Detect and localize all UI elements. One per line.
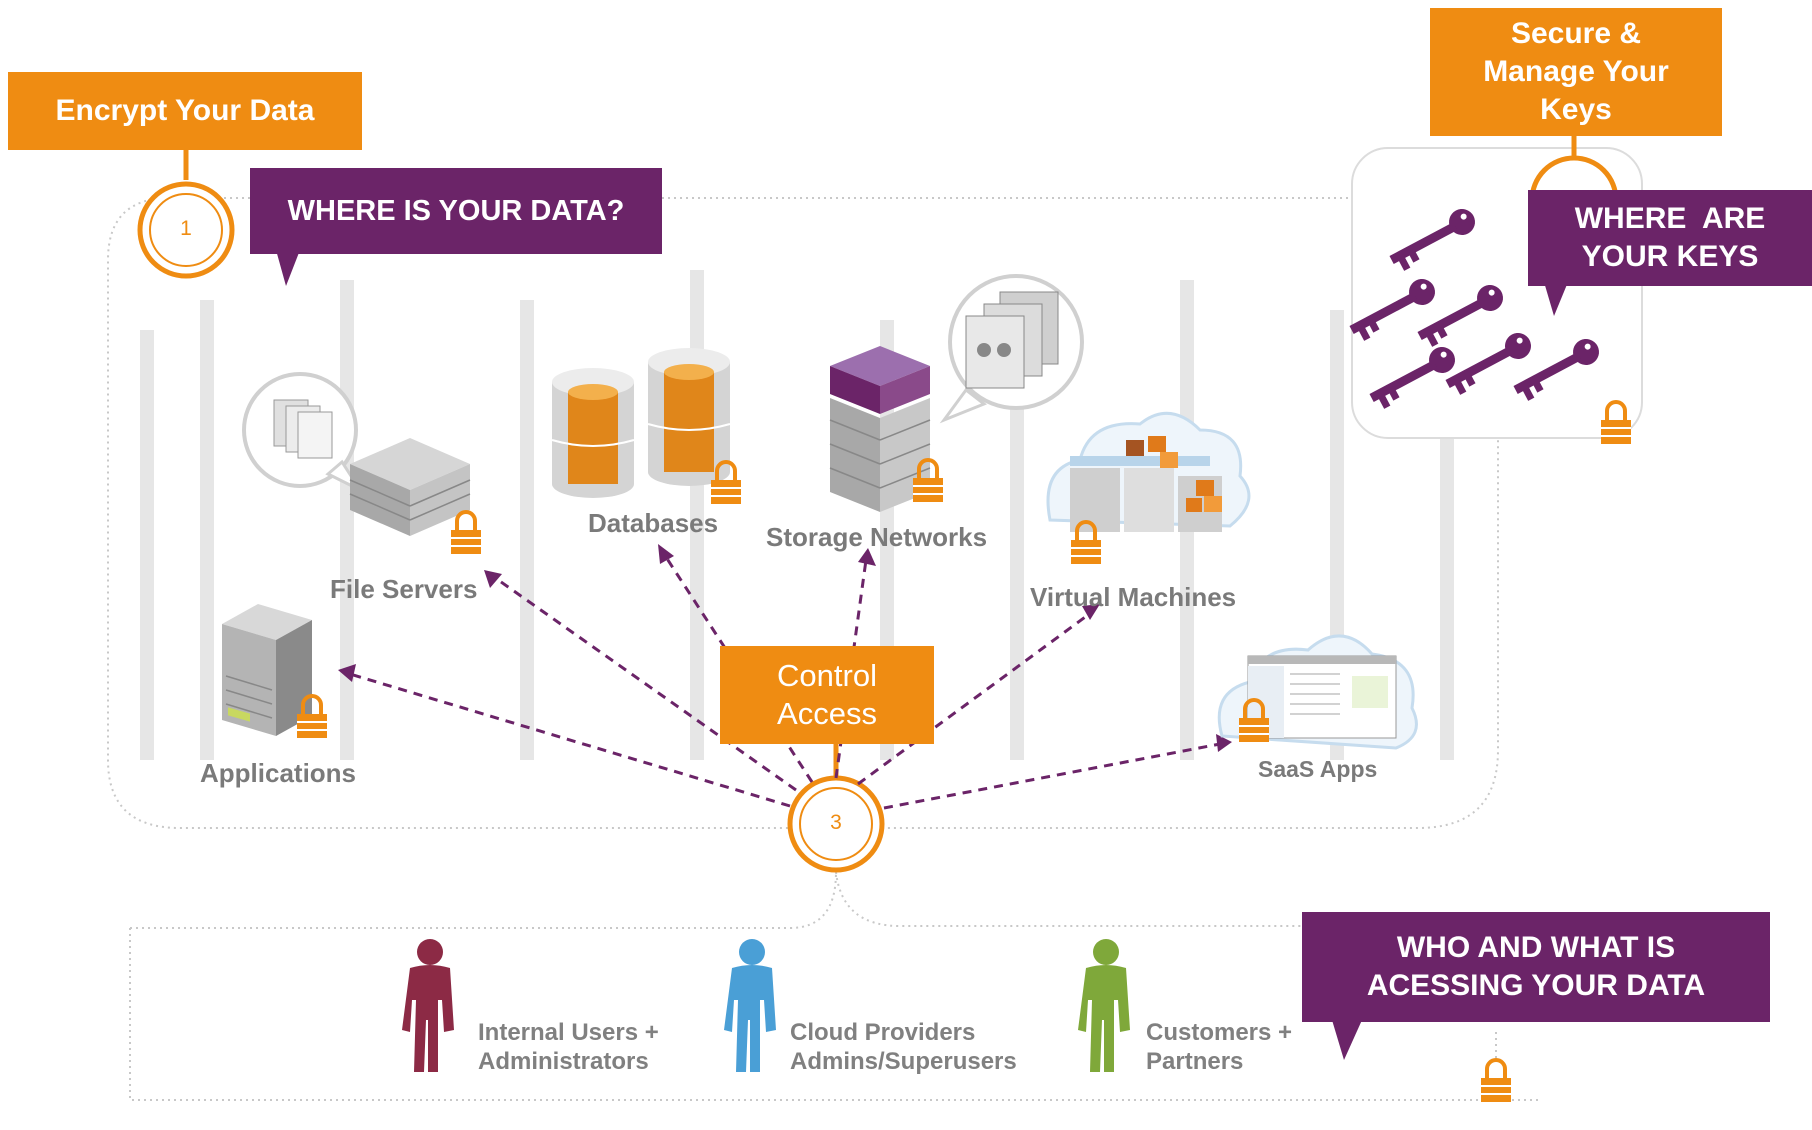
- where-are-your-keys-line-1: WHERE ARE: [1574, 202, 1766, 235]
- virtual-machines-icon: [1046, 411, 1251, 532]
- customers-label: Customers + Partners: [1146, 1018, 1292, 1076]
- virtual-machines-label: Virtual Machines: [1030, 582, 1237, 612]
- customers-figure: [1078, 939, 1130, 1072]
- who-is-accessing-callout: WHO AND WHAT IS ACESSING YOUR DATA: [1302, 912, 1770, 1022]
- internal-users-label: Internal Users + Administrators: [478, 1018, 659, 1076]
- who-is-accessing-line-1: WHO AND WHAT IS: [1396, 931, 1676, 964]
- users-region-border: [129, 871, 1540, 1101]
- where-is-your-data-label: WHERE IS YOUR DATA?: [287, 194, 625, 227]
- arrow-heads: [338, 544, 1232, 752]
- databases-label: Databases: [588, 508, 719, 538]
- encrypt-your-data-box: Encrypt Your Data: [8, 72, 362, 150]
- cloud-providers-label: Cloud Providers Admins/Superusers: [790, 1018, 1017, 1076]
- control-access-line-2: Access: [777, 696, 877, 731]
- where-is-your-data-callout: WHERE IS YOUR DATA?: [250, 168, 662, 254]
- where-are-your-keys-callout: WHERE ARE YOUR KEYS: [1528, 190, 1812, 286]
- file-servers-icon: [242, 372, 471, 536]
- storage-networks-icon: [829, 274, 1084, 512]
- where-keys-tail: [1544, 282, 1568, 316]
- cloud-providers-line-2: Admins/Superusers: [790, 1048, 1017, 1075]
- step-1-circle: [137, 181, 235, 279]
- secure-keys-line-1: Secure &: [1510, 17, 1642, 50]
- customers-line-2: Partners: [1146, 1048, 1244, 1075]
- control-access-box: Control Access: [720, 646, 934, 744]
- internal-users-line-1: Internal Users +: [478, 1019, 659, 1046]
- control-access-line-1: Control: [777, 658, 877, 693]
- storage-networks-label: Storage Networks: [766, 522, 988, 552]
- databases-icon: [551, 348, 731, 498]
- internal-users-line-2: Administrators: [478, 1048, 649, 1075]
- where-data-tail: [276, 250, 300, 286]
- customers-line-1: Customers +: [1146, 1019, 1293, 1046]
- cloud-providers-figure: [724, 939, 776, 1072]
- who-accessing-tail: [1332, 1020, 1362, 1060]
- secure-keys-line-2: Manage Your: [1483, 55, 1669, 88]
- who-is-accessing-line-2: ACESSING YOUR DATA: [1366, 969, 1706, 1002]
- secure-keys-box: Secure & Manage Your Keys: [1430, 8, 1722, 136]
- where-are-your-keys-line-2: YOUR KEYS: [1581, 240, 1759, 273]
- encrypt-your-data-label: Encrypt Your Data: [55, 94, 315, 127]
- data-region-border: [107, 197, 1499, 829]
- saas-apps-label: SaaS Apps: [1258, 756, 1378, 782]
- internal-users-figure: [402, 939, 454, 1072]
- applications-label: Applications: [200, 758, 357, 788]
- secure-keys-line-3: Keys: [1540, 93, 1612, 126]
- cloud-providers-line-1: Cloud Providers: [790, 1019, 976, 1046]
- data-texture: [140, 270, 1454, 760]
- applications-icon: [222, 604, 312, 736]
- step-3-number: 3: [830, 811, 842, 834]
- step-1-number: 1: [180, 217, 192, 240]
- file-servers-label: File Servers: [330, 574, 478, 604]
